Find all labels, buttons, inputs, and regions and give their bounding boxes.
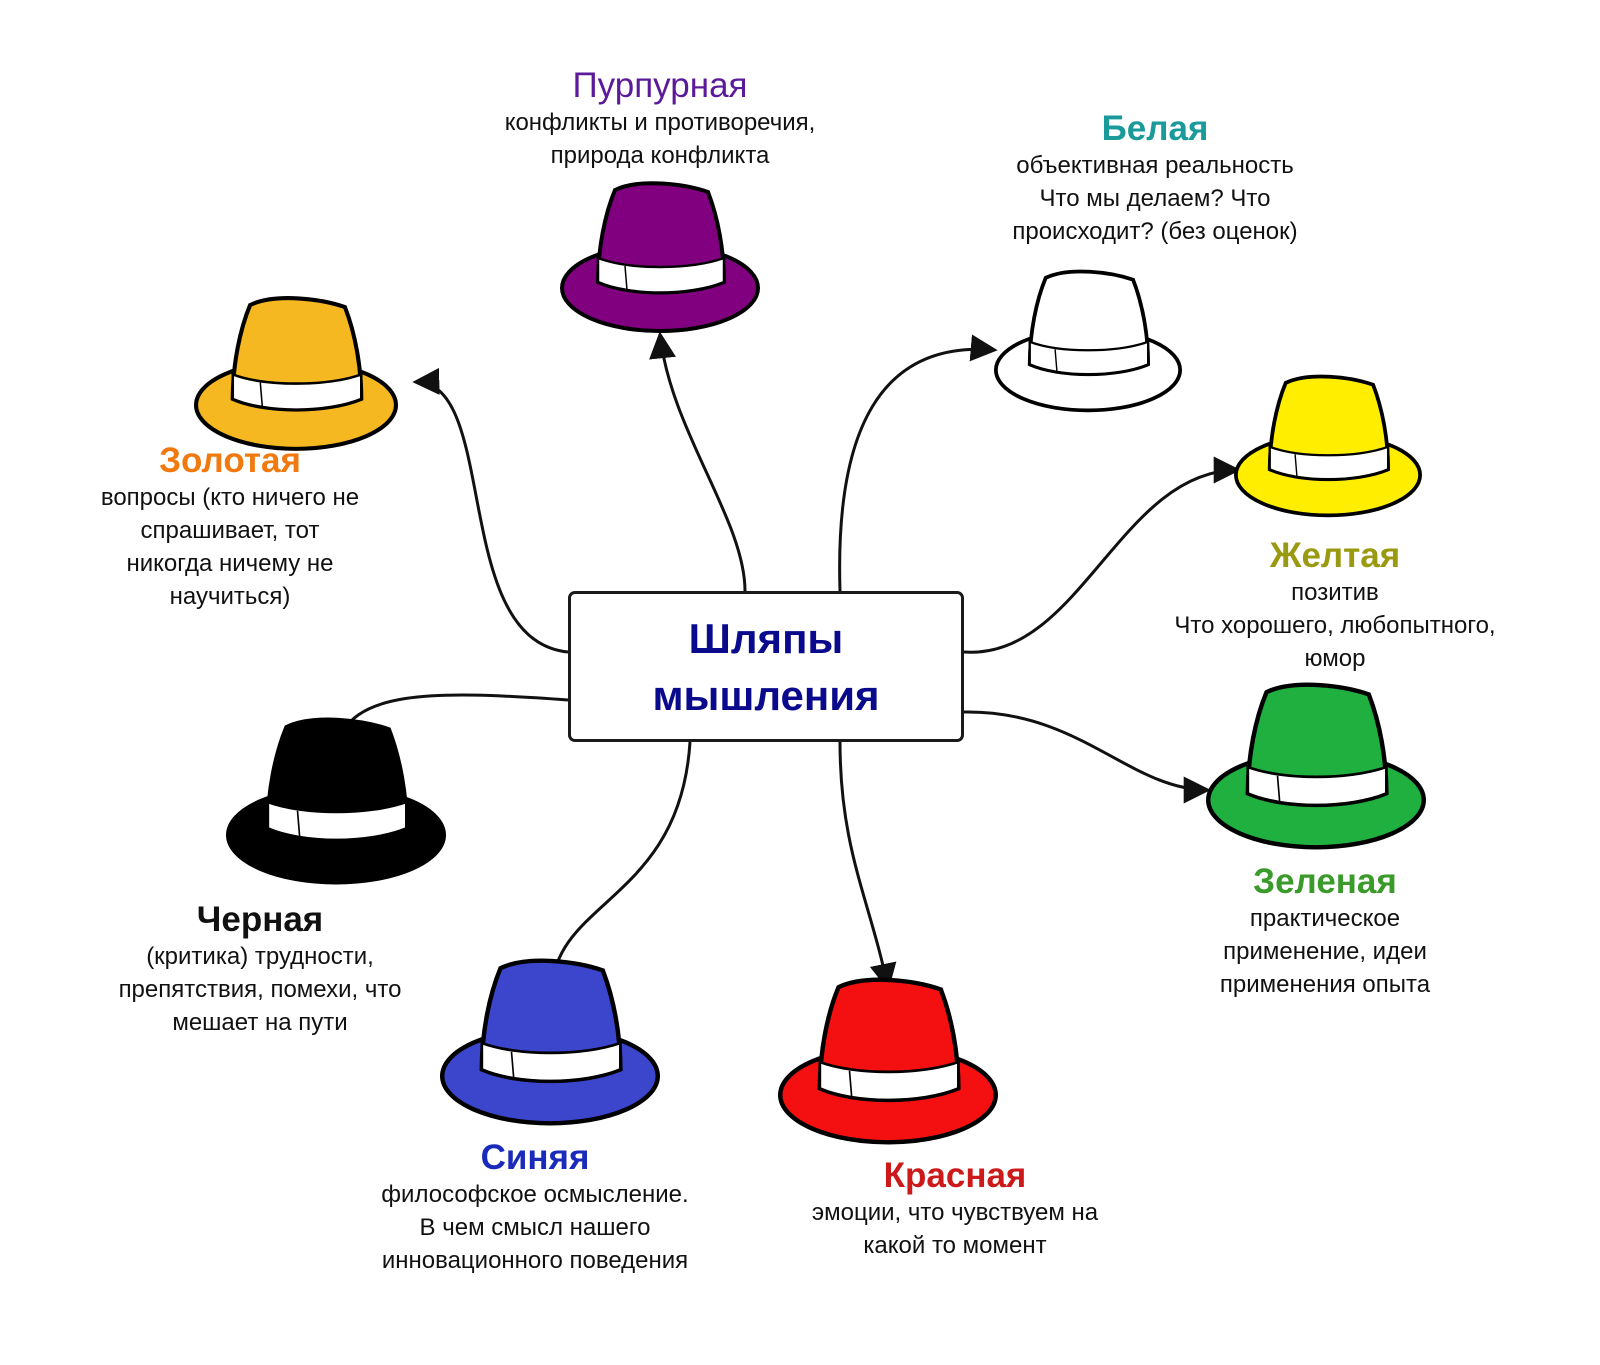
- central-topic-box: Шляпы мышления: [568, 591, 964, 742]
- hat-icon-white: [993, 269, 1183, 413]
- connector-arrow-blue: [539, 741, 692, 993]
- hat-title-white: Белая: [1101, 109, 1209, 148]
- hat-icon-black: [225, 717, 447, 885]
- hat-label-gold: Золотая вопросы (кто ничего не спрашивае…: [80, 441, 380, 613]
- hat-description-yellow: позитив Что хорошего, любопытного, юмор: [1174, 579, 1496, 672]
- hat-icons: [194, 181, 1427, 1145]
- hat-title-black: Черная: [196, 900, 324, 939]
- hat-label-white: Белая объективная реальность Что мы дела…: [965, 109, 1345, 248]
- hat-icon-purple: [560, 181, 760, 333]
- connector-arrow-gold: [412, 368, 569, 654]
- hat-label-purple: Пурпурная конфликты и противоречия, прир…: [470, 66, 850, 172]
- hat-title-blue: Синяя: [480, 1138, 590, 1177]
- hat-description-green: практическое применение, идеи применения…: [1219, 905, 1431, 998]
- hat-description-black: (критика) трудности, препятствия, помехи…: [118, 943, 402, 1036]
- hat-label-green: Зеленая практическое применение, идеи пр…: [1175, 862, 1475, 1001]
- hat-icon-yellow: [1233, 374, 1423, 518]
- hat-icon-blue: [439, 958, 661, 1126]
- hat-description-white: объективная реальность Что мы делаем? Чт…: [1012, 152, 1298, 245]
- connector-arrow-purple: [649, 331, 747, 592]
- hat-label-black: Черная (критика) трудности, препятствия,…: [90, 900, 430, 1039]
- hat-title-green: Зеленая: [1253, 862, 1397, 901]
- connector-arrow-white: [838, 334, 998, 592]
- hat-icon-red: [777, 977, 999, 1145]
- hat-description-purple: конфликты и противоречия, природа конфли…: [504, 109, 816, 169]
- hat-label-yellow: Желтая позитив Что хорошего, любопытного…: [1145, 536, 1525, 675]
- hat-label-red: Красная эмоции, что чувствуем на какой т…: [785, 1156, 1125, 1262]
- central-topic-title: Шляпы мышления: [652, 614, 880, 719]
- hat-title-red: Красная: [883, 1156, 1027, 1195]
- connector-arrow-yellow: [963, 456, 1241, 654]
- hat-title-gold: Золотая: [159, 441, 301, 480]
- hat-description-gold: вопросы (кто ничего не спрашивает, тот н…: [100, 484, 360, 610]
- hat-icon-green: [1205, 682, 1427, 850]
- connector-arrows: [328, 331, 1241, 993]
- hat-title-purple: Пурпурная: [572, 66, 748, 105]
- hat-label-blue: Синяя философское осмысление. В чем смыс…: [355, 1138, 715, 1277]
- hat-description-red: эмоции, что чувствуем на какой то момент: [811, 1199, 1099, 1259]
- hat-title-yellow: Желтая: [1269, 536, 1401, 575]
- hat-icon-gold: [194, 296, 398, 451]
- connector-arrow-red: [838, 741, 897, 991]
- hat-description-blue: философское осмысление. В чем смысл наше…: [381, 1181, 689, 1274]
- connector-arrow-green: [963, 710, 1211, 804]
